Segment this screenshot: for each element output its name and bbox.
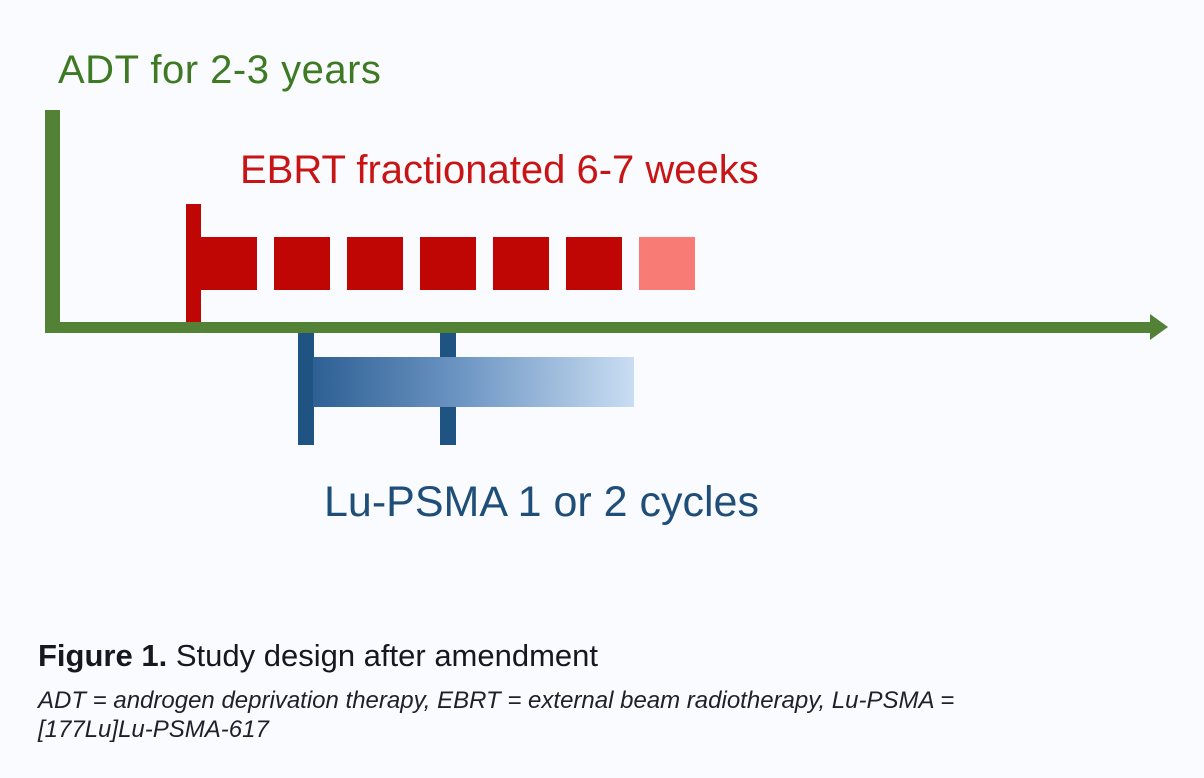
- ebrt-fraction-block: [493, 237, 549, 290]
- figure-caption: Figure 1. Study design after amendment: [38, 638, 598, 674]
- ebrt-fraction-blocks: [201, 237, 712, 290]
- adt-duration-label: ADT for 2-3 years: [58, 48, 382, 92]
- timeline-axis-vertical: [45, 110, 60, 333]
- ebrt-fraction-block: [201, 237, 257, 290]
- lupsma-cycle-marker-1: [298, 333, 314, 445]
- lupsma-duration-bar: [313, 357, 634, 407]
- lupsma-label: Lu-PSMA 1 or 2 cycles: [324, 478, 759, 526]
- ebrt-fraction-block: [566, 237, 622, 290]
- ebrt-fraction-block: [274, 237, 330, 290]
- figure-title: Study design after amendment: [175, 638, 599, 673]
- figure-number-label: Figure 1.: [38, 638, 168, 673]
- timeline-arrowhead-icon: [1150, 314, 1168, 340]
- ebrt-fraction-block: [420, 237, 476, 290]
- ebrt-fraction-block: [347, 237, 403, 290]
- ebrt-fraction-block-optional: [639, 237, 695, 290]
- ebrt-label: EBRT fractionated 6-7 weeks: [240, 148, 759, 192]
- ebrt-start-bar: [186, 204, 201, 322]
- timeline-axis-horizontal: [45, 322, 1152, 333]
- footnote-line-1: ADT = androgen deprivation therapy, EBRT…: [38, 687, 955, 714]
- figure-footnote: ADT = androgen deprivation therapy, EBRT…: [38, 686, 954, 744]
- footnote-line-2: [177Lu]Lu-PSMA-617: [38, 716, 269, 743]
